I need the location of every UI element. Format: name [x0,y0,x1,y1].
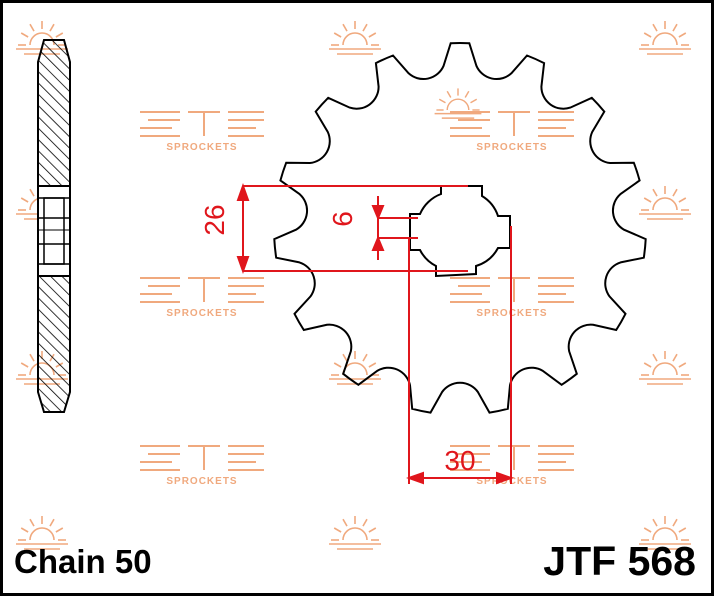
chain-label: Chain 50 [14,543,152,580]
brand-text: SPROCKETS [476,142,547,153]
sun-logo-icon [329,21,381,55]
sun-logo-icon [639,351,691,385]
brand-text: SPROCKETS [166,476,237,487]
sun-logo-icon [639,186,691,220]
jt-brand-watermark: SPROCKETS [140,445,264,487]
dimension-key-width: 6 [327,211,358,227]
sprocket-bore [409,185,511,278]
part-number-label: JTF 568 [543,538,696,584]
dimension-lines [236,183,514,485]
brand-text: SPROCKETS [166,142,237,153]
brand-text: SPROCKETS [166,308,237,319]
sun-logo-icon [434,88,482,119]
sun-logo-icon [329,516,381,550]
jt-brand-watermark: SPROCKETS [140,111,264,153]
sprocket-outline [273,41,647,414]
sun-logo-icon [639,516,691,550]
jt-brand-watermark: SPROCKETS [450,111,574,153]
sun-logo-icon [329,351,381,385]
sprocket-side-profile [37,39,71,413]
jt-brand-watermark: SPROCKETS [140,277,264,319]
sun-logo-icon [639,21,691,55]
sun-logo-icon [16,516,68,550]
watermark-layer: SPROCKETSSPROCKETSSPROCKETSSPROCKETSSPRO… [16,21,691,550]
dimension-bore-offset: 30 [444,445,475,476]
dimension-spline-height: 26 [199,204,230,235]
